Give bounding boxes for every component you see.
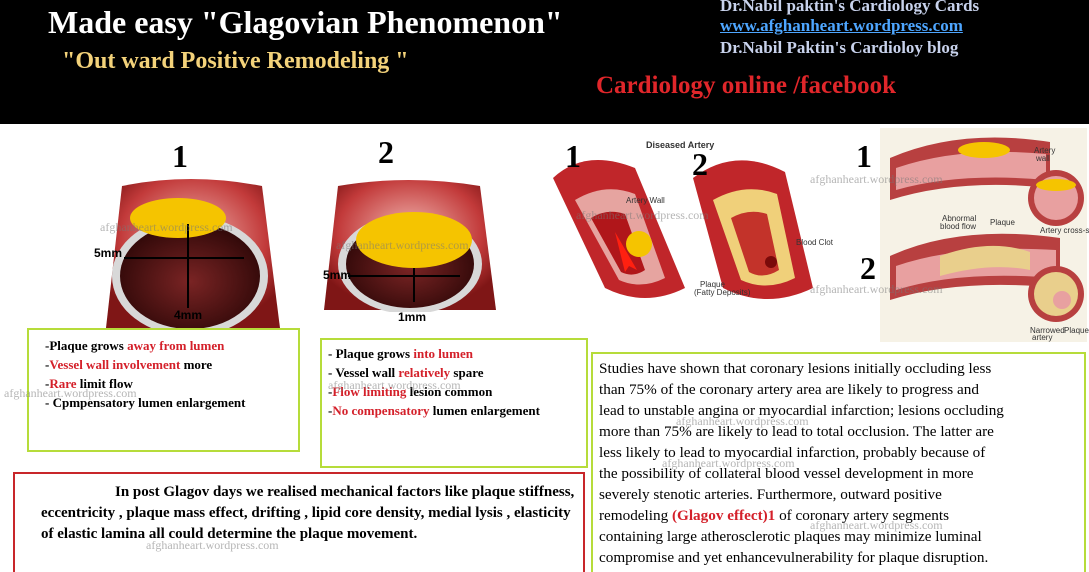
artery-photo-number-1: 1 <box>565 138 581 174</box>
post-glagov-text: In post Glagov days we realised mechanic… <box>41 484 575 542</box>
plaque-1 <box>130 198 226 238</box>
studies-line3: lead to unstable angina or myocardial in… <box>599 402 1004 419</box>
diagram2-horizontal-dimension: 1mm <box>398 310 427 324</box>
studies-line7: severely stenotic arteries. Furthermore,… <box>599 486 942 503</box>
plaque-dot <box>626 231 652 257</box>
studies-line8: remodeling (Glagov effect)1 of coronary … <box>599 507 950 524</box>
box2-line3: -Flow limiting lesion common <box>328 384 493 399</box>
artery-photo-number-2: 2 <box>692 146 708 182</box>
remodel-photo-number-1: 1 <box>856 138 872 174</box>
watermark: afghanheart.wordpress.com <box>810 172 943 186</box>
vessel-diagram-2 <box>324 180 496 312</box>
artery-wall-label: Artery Wall <box>626 196 665 205</box>
facebook-caption: Cardiology online /facebook <box>596 72 897 99</box>
author-blog-line: Dr.Nabil Paktin's Cardioloy blog <box>720 38 959 57</box>
watermark: afghanheart.wordpress.com <box>336 238 469 252</box>
page-title: Made easy "Glagovian Phenomenon" <box>48 4 563 40</box>
box1-line4: - Cpmpensatory lumen enlargement <box>45 395 246 410</box>
studies-text-box: Studies have shown that coronary lesions… <box>591 352 1086 572</box>
remodel-photo-number-2: 2 <box>860 250 876 286</box>
watermark: afghanheart.wordpress.com <box>576 208 709 222</box>
post-glagov-box: In post Glagov days we realised mechanic… <box>13 472 585 572</box>
outward-remodeling-box: -Plaque grows away from lumen -Vessel wa… <box>27 328 300 452</box>
diagram2-number: 2 <box>378 134 394 170</box>
studies-line1: Studies have shown that coronary lesions… <box>599 360 992 377</box>
narrowed-artery-label-1: Narrowed <box>1030 326 1065 335</box>
studies-line9: containing large atherosclerotic plaques… <box>599 528 982 545</box>
plaque-2 <box>356 212 472 268</box>
studies-line2: than 75% of the coronary artery area are… <box>599 381 979 398</box>
studies-line5: less likely to lead to myocardial infarc… <box>599 444 986 461</box>
artery-remodeling-illustration <box>880 128 1087 342</box>
box1-line3: -Rare limit flow <box>45 376 133 391</box>
watermark: afghanheart.wordpress.com <box>100 220 233 234</box>
studies-line4: more than 75% are likely to lead to tota… <box>599 423 994 440</box>
studies-line6: the possibility of collateral blood vess… <box>599 465 974 482</box>
vessel-diagram-1 <box>100 178 288 330</box>
narrowed-artery-label-2: artery <box>1032 333 1053 342</box>
box2-line4: -No compensatory lumen enlargement <box>328 403 540 418</box>
diseased-artery-illustration <box>545 138 860 308</box>
diagram1-horizontal-dimension: 4mm <box>174 308 203 322</box>
blood-clot-label: Blood Clot <box>796 238 833 247</box>
diagram1-vertical-dimension: 5mm <box>94 246 123 260</box>
box2-line2: - Vessel wall relatively spare <box>328 365 484 380</box>
watermark: afghanheart.wordpress.com <box>146 538 279 552</box>
blog-link[interactable]: www.afghanheart.wordpress.com <box>720 16 963 35</box>
header-banner: Made easy "Glagovian Phenomenon" "Out wa… <box>0 0 1089 124</box>
watermark: afghanheart.wordpress.com <box>328 378 461 392</box>
abnormal-flow-label-2: blood flow <box>940 222 977 231</box>
page-subtitle: "Out ward Positive Remodeling " <box>62 48 409 74</box>
plaque-label: Plaque <box>700 280 725 289</box>
remodel-plaque-label: Plaque <box>990 218 1015 227</box>
artery-wall-label-1: Artery <box>1034 146 1056 155</box>
diagram1-number: 1 <box>172 138 188 174</box>
watermark: afghanheart.wordpress.com <box>810 282 943 296</box>
remodel-plaque-label-2: Plaque <box>1064 326 1089 335</box>
fatty-deposits-label: (Fatty Deposits) <box>694 288 751 297</box>
diagram2-vertical-dimension: 5mm <box>323 268 352 282</box>
watermark: afghanheart.wordpress.com <box>810 518 943 532</box>
cross-section-label: Artery cross-section <box>1040 226 1089 235</box>
watermark: afghanheart.wordpress.com <box>676 414 809 428</box>
box1-line1: -Plaque grows away from lumen <box>45 338 225 353</box>
abnormal-flow-label-1: Abnormal <box>942 214 977 223</box>
diseased-artery-heading: Diseased Artery <box>646 140 715 150</box>
watermark: afghanheart.wordpress.com <box>4 386 137 400</box>
box1-line2: -Vessel wall involvement more <box>45 357 213 372</box>
artery-wall-label-2: wall <box>1036 154 1050 163</box>
box2-line1: - Plaque grows into lumen <box>328 346 473 361</box>
author-cards-line: Dr.Nabil paktin's Cardiology Cards <box>720 0 980 15</box>
studies-line10: compromise and yet enhancevulnerability … <box>599 549 989 566</box>
watermark: afghanheart.wordpress.com <box>662 456 795 470</box>
inward-remodeling-box: - Plaque grows into lumen - Vessel wall … <box>320 338 588 468</box>
lumen-1 <box>120 223 260 329</box>
